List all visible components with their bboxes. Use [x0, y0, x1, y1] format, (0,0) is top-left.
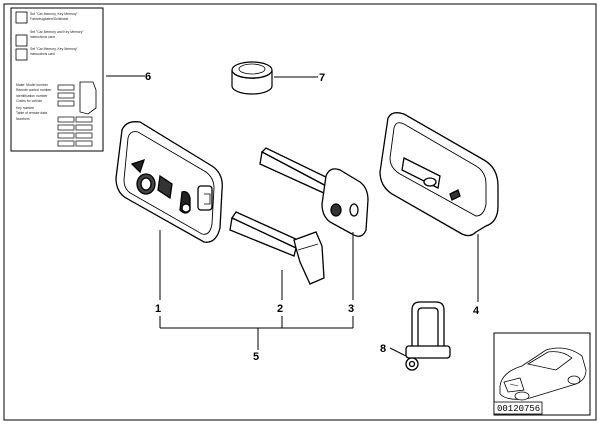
car-thumbnail: 00120756 — [493, 332, 591, 416]
callout-6: 6 — [145, 71, 151, 83]
callout-1: 1 — [155, 303, 161, 315]
card-line-6: instructions card — [30, 52, 55, 56]
emergency-key — [229, 211, 325, 285]
key-ring — [405, 301, 451, 371]
card-line-13: Numbers — [16, 117, 30, 121]
callout-5: 5 — [253, 351, 259, 363]
callout-4: 4 — [473, 305, 480, 317]
card-line-9: Identification number — [16, 94, 48, 98]
card-line-1: Set "Car Memory, Key Memory" — [30, 12, 79, 16]
card-line-2: Fahrzeugdaten/Schlüssel — [30, 17, 69, 21]
callout-3: 3 — [348, 303, 354, 315]
callout-2: 2 — [277, 303, 283, 315]
callout-7: 7 — [319, 72, 325, 84]
card-line-7: Make: Model number — [16, 83, 49, 87]
card-line-5: Set "Car Memory, Key Memory" — [30, 47, 79, 51]
document-id: 00120756 — [497, 404, 540, 414]
card-line-12: Table of remote data — [16, 111, 47, 115]
group-bracket — [159, 316, 354, 350]
card-line-4: instructions card — [30, 35, 55, 39]
battery — [231, 61, 273, 95]
callout-8: 8 — [380, 343, 386, 355]
key-housing — [115, 121, 223, 243]
leader-8 — [389, 347, 407, 357]
card-line-11: Key number — [16, 106, 35, 110]
card-line-3: Set "Car Memory and Key Memory" — [30, 30, 84, 34]
key-rear-shell — [379, 112, 499, 237]
info-card: Set "Car Memory, Key Memory" Fahrzeugdat… — [10, 7, 104, 152]
key-with-blade — [259, 147, 369, 237]
card-line-8: Remote control number — [16, 88, 52, 92]
diagram-border — [3, 3, 597, 421]
card-line-10: Codes for vehicle — [16, 99, 42, 103]
